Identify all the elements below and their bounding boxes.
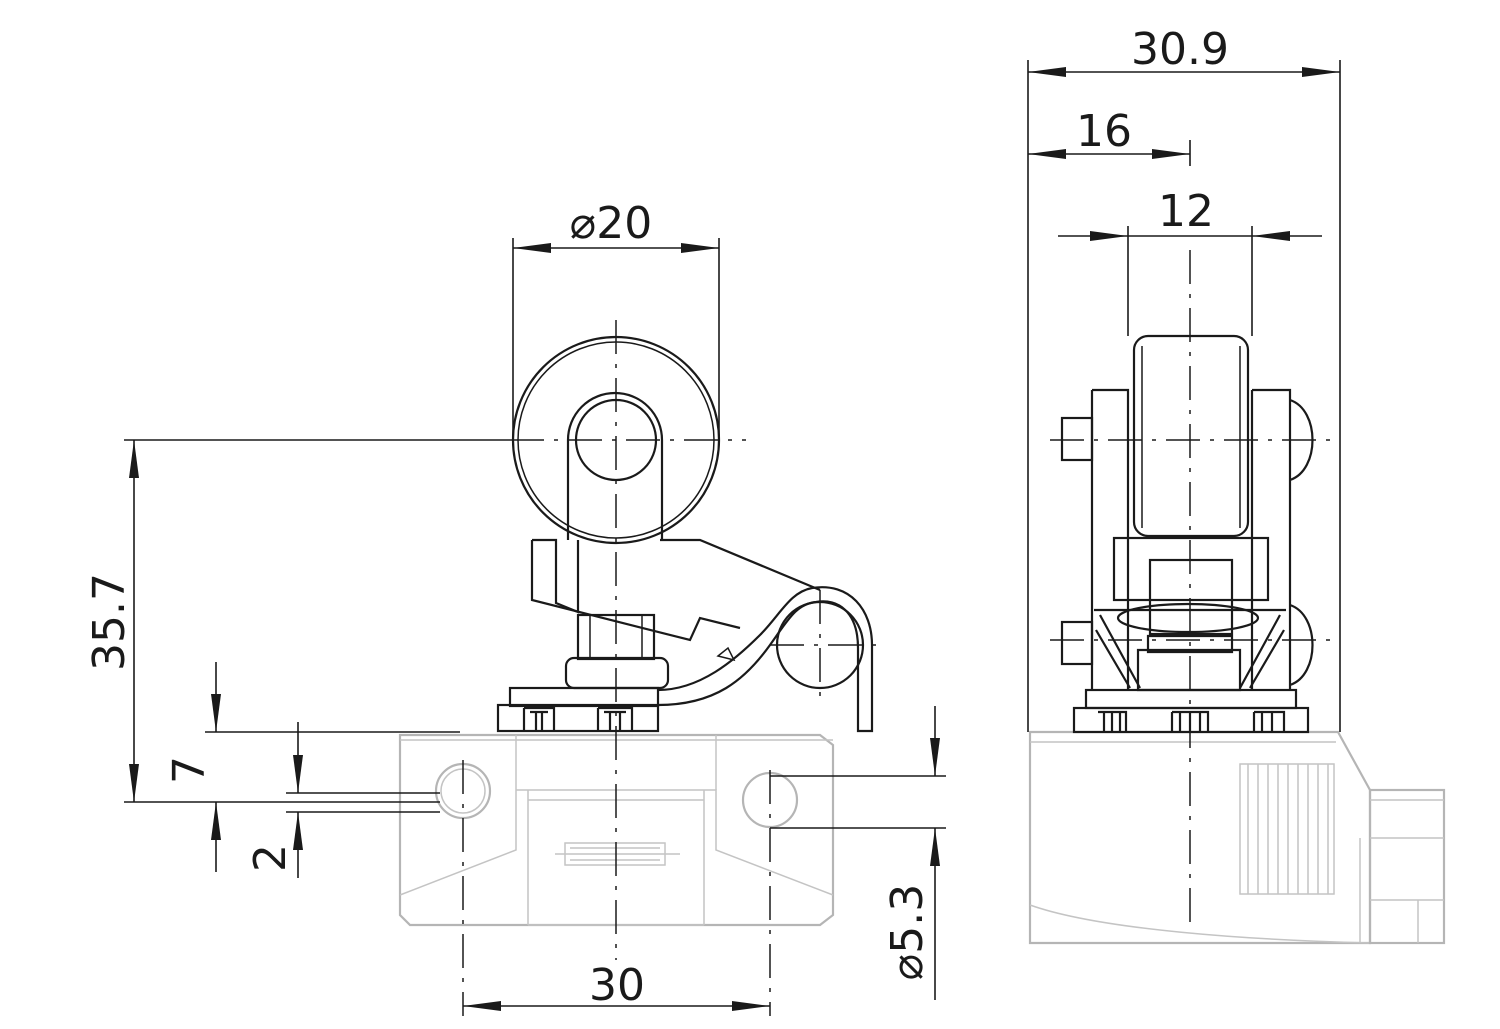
dim-roller-width: 12 — [1058, 186, 1322, 336]
dim-half-width: 16 — [1028, 106, 1191, 166]
side-base — [1072, 688, 1310, 734]
dim-hole-spacing: 30 — [463, 960, 770, 1011]
dim-hole-offset: 2 — [245, 722, 440, 878]
dim-height: 35.7 — [84, 439, 510, 803]
front-plunger — [564, 613, 670, 690]
half-width-label: 16 — [1076, 106, 1132, 157]
side-housing — [1028, 730, 1446, 945]
front-leaf-spring — [657, 586, 874, 733]
dim-mount-offset: 7 — [164, 662, 460, 872]
front-lever-arm — [530, 391, 821, 642]
dim-hole-diameter: ⌀5.3 — [770, 706, 946, 1000]
hole-spacing-label: 30 — [589, 960, 645, 1011]
dim-roller-diameter: ⌀20 — [512, 198, 720, 440]
hole-offset-label: 2 — [245, 844, 296, 872]
side-roller — [1112, 334, 1270, 636]
side-lever-frame — [1060, 388, 1314, 692]
front-housing — [398, 733, 835, 927]
height-label: 35.7 — [84, 573, 135, 671]
dim-total-width: 30.9 — [1028, 24, 1340, 77]
hole-diameter-label: ⌀5.3 — [882, 884, 933, 980]
front-base-plate — [496, 686, 660, 733]
side-heatsink-fins — [1239, 763, 1335, 895]
mount-offset-label: 7 — [164, 756, 215, 784]
total-width-label: 30.9 — [1131, 24, 1229, 75]
roller-width-label: 12 — [1158, 186, 1214, 237]
roller-diameter-label: ⌀20 — [570, 198, 652, 249]
